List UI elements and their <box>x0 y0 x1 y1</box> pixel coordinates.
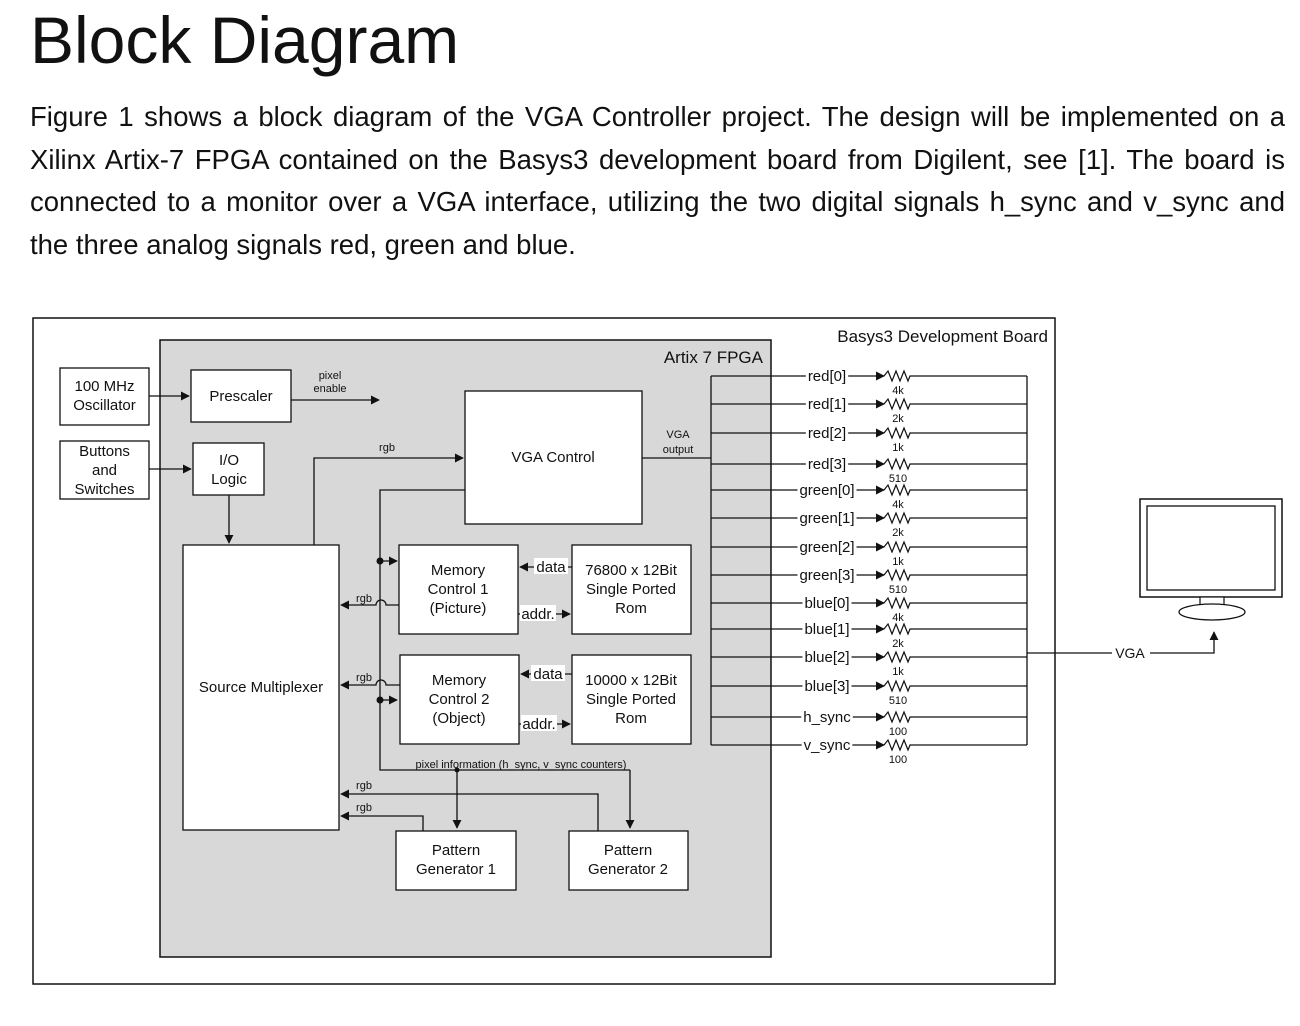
resistor-value-12: 100 <box>889 726 907 738</box>
vga-control-block <box>464 390 643 525</box>
memory-control-1-block <box>398 544 519 635</box>
pixel-info-label: pixel information (h_sync, v_sync counte… <box>416 759 627 771</box>
signal-label-green-2: green[2] <box>799 539 854 556</box>
signal-label-red-0: red[0] <box>808 368 846 385</box>
resistor-value-6: 1k <box>892 556 904 568</box>
data-label-2: data <box>533 666 563 683</box>
signal-label-red-3: red[3] <box>808 456 846 473</box>
pattern-generator-2-block <box>568 830 689 891</box>
rom-1-block <box>571 544 692 635</box>
prescaler-block <box>190 369 292 423</box>
signal-label-blue-2: blue[2] <box>804 649 849 666</box>
resistor-value-5: 2k <box>892 527 904 539</box>
oscillator-block <box>59 367 150 426</box>
signal-lines: red[0] 4k red[1] 2k red[2] 1k red[3] 510 green[0… <box>711 367 1027 766</box>
rgb-label-pg2: rgb <box>356 780 372 792</box>
intro-paragraph: Figure 1 shows a block diagram of the VG… <box>30 101 1285 261</box>
prescaler-label: Prescaler <box>209 388 272 405</box>
resistor-value-0: 4k <box>892 385 904 397</box>
signal-label-green-0: green[0] <box>799 482 854 499</box>
fpga-label: Artix 7 FPGA <box>664 348 764 367</box>
resistor-value-13: 100 <box>889 754 907 766</box>
io-logic-block <box>192 442 265 496</box>
signal-label-green-1: green[1] <box>799 510 854 527</box>
addr-label-2: addr. <box>522 716 555 733</box>
vga-control-label: VGA Control <box>511 449 594 466</box>
signal-label-v-sync: v_sync <box>804 737 851 754</box>
source-multiplexer-label: Source Multiplexer <box>199 679 323 696</box>
resistor-value-9: 2k <box>892 638 904 650</box>
board-label: Basys3 Development Board <box>837 327 1048 346</box>
rom-2-block <box>571 654 692 745</box>
resistor-value-11: 510 <box>889 695 907 707</box>
resistor-value-2: 1k <box>892 442 904 454</box>
signal-label-h-sync: h_sync <box>803 709 851 726</box>
signal-label-blue-3: blue[3] <box>804 678 849 695</box>
resistor-value-1: 2k <box>892 413 904 425</box>
resistor-value-3: 510 <box>889 473 907 485</box>
resistor-value-10: 1k <box>892 666 904 678</box>
vga-connector-label: VGA <box>1115 645 1145 661</box>
signal-label-blue-0: blue[0] <box>804 595 849 612</box>
rgb-label-mem2: rgb <box>356 672 372 684</box>
signal-label-red-2: red[2] <box>808 425 846 442</box>
resistor-value-7: 510 <box>889 584 907 596</box>
resistor-value-8: 4k <box>892 612 904 624</box>
data-label-1: data <box>536 559 566 576</box>
source-multiplexer-block <box>182 544 340 831</box>
buttons-block <box>59 440 150 500</box>
rgb-label-vga: rgb <box>379 442 395 454</box>
memory-control-2-block <box>399 654 520 745</box>
addr-label-1: addr. <box>521 606 554 623</box>
rgb-label-pg1: rgb <box>356 802 372 814</box>
resistor-value-4: 4k <box>892 499 904 511</box>
page-title: Block Diagram <box>30 3 460 77</box>
signal-label-red-1: red[1] <box>808 396 846 413</box>
monitor-icon <box>1139 498 1283 621</box>
signal-label-green-3: green[3] <box>799 567 854 584</box>
pattern-generator-1-block <box>395 830 517 891</box>
rgb-label-mem1: rgb <box>356 593 372 605</box>
signal-label-blue-1: blue[1] <box>804 621 849 638</box>
